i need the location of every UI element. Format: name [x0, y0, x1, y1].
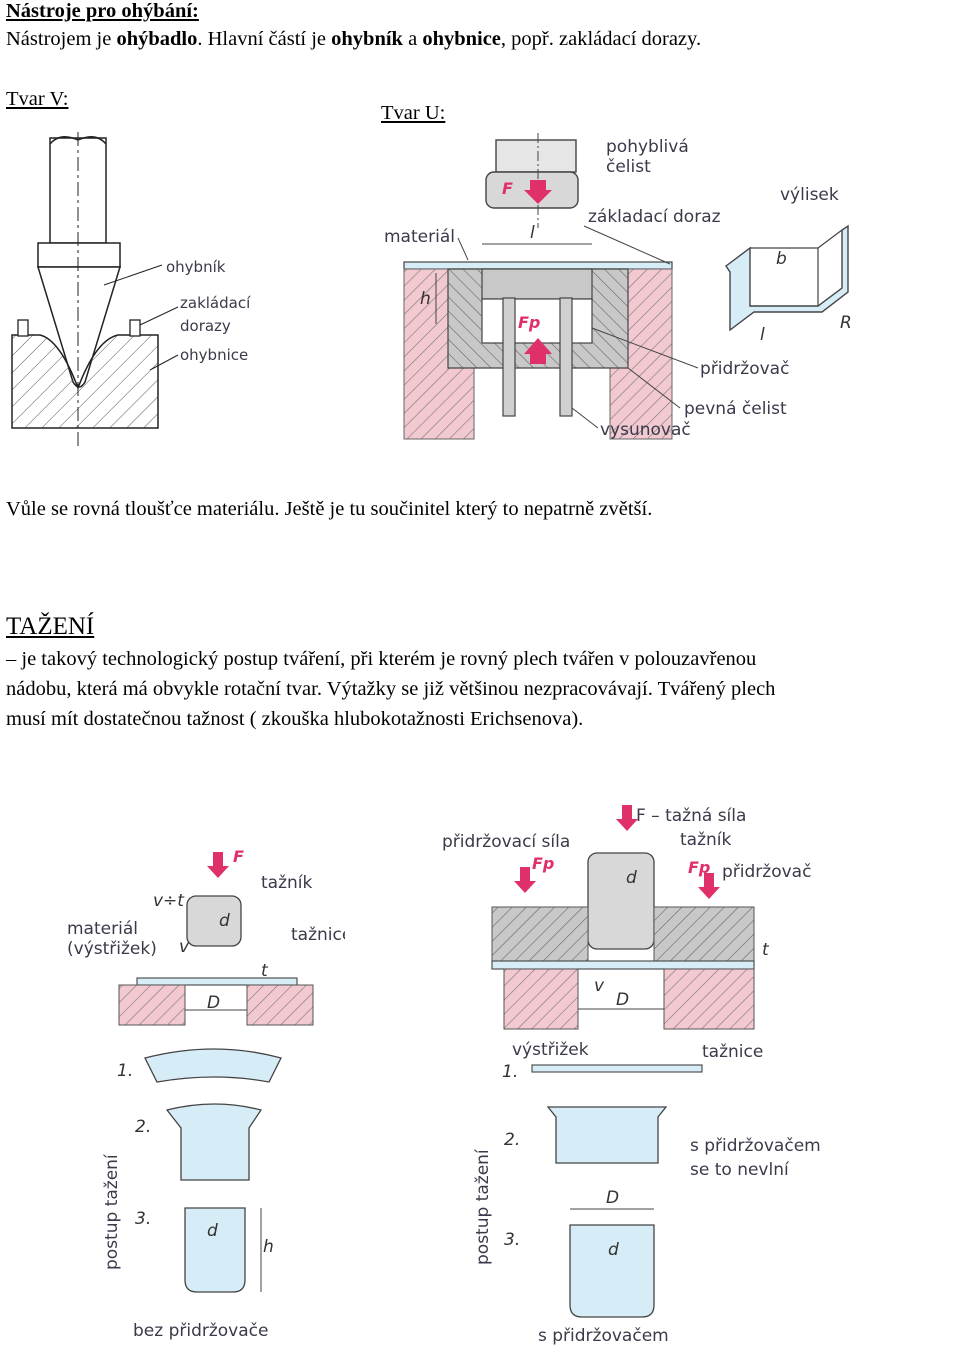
intro-paragraph: Nástrojem je ohýbadlo. Hlavní částí je o…	[6, 24, 701, 54]
label-vystrizek-right: výstřižek	[512, 1040, 589, 1060]
label-se-to-nevlni: se to nevlní	[690, 1160, 790, 1180]
caption-bez-pridrzovace: bez přidržovače	[133, 1321, 268, 1341]
symbol-f: F	[502, 179, 513, 198]
tazeni-heading: TAŽENÍ	[6, 613, 95, 640]
label-pridrzovac-right: přidržovač	[722, 862, 811, 882]
label-postup-tazeni-left: postup tažení	[102, 1153, 122, 1270]
symbol-d-die: D	[207, 993, 220, 1013]
symbol-d-punch: d	[219, 911, 230, 931]
symbol-h: h	[420, 289, 431, 309]
intro-bold-ohybadlo: ohýbadlo	[116, 28, 198, 50]
symbol-fp-right: Fp	[688, 858, 710, 877]
intro-text: , popř. zakládací dorazy.	[500, 28, 702, 50]
symbol-f-left: F	[233, 847, 244, 866]
heading-text: Nástroje pro ohýbání:	[6, 0, 199, 22]
label-material-left: materiál	[67, 919, 138, 939]
intro-text: . Hlavní částí je	[197, 28, 332, 50]
stage-1-right: 1.	[502, 1062, 518, 1082]
symbol-d-stage3-right: D	[606, 1188, 619, 1208]
label-pridrzovaci-sila: přidržovací síla	[442, 832, 570, 852]
label-pohybliva: pohyblivá	[606, 137, 689, 157]
intro-text: Nástrojem je	[6, 28, 117, 50]
section-u-title: Tvar U:	[381, 102, 446, 124]
stage-3-right: 3.	[504, 1230, 520, 1250]
label-vysunovac: vysunovač	[600, 420, 691, 440]
label-zakladaci: zakládací	[180, 294, 251, 312]
symbol-h-stage3: h	[263, 1237, 274, 1257]
u-bending-diagram: F l Fp h pohyblivá čelist výlisek základ…	[384, 133, 852, 440]
stage-3-left: 3.	[135, 1209, 151, 1229]
symbol-t-right: t	[762, 940, 770, 960]
stage-2-right: 2.	[504, 1130, 520, 1150]
symbol-v-right: v	[594, 976, 605, 996]
label-s-pridrzovacem-note: s přidržovačem	[690, 1136, 821, 1156]
label-vystrizek-left: (výstřižek)	[67, 939, 157, 959]
label-pevna-celist: pevná čelist	[684, 399, 787, 419]
symbol-fp: Fp	[518, 313, 540, 332]
label-ohybnice: ohybnice	[180, 346, 248, 364]
intro-bold-ohybnik: ohybník	[331, 28, 403, 50]
caption-s-pridrzovacem: s přidržovačem	[538, 1326, 669, 1345]
v-bending-diagram: ohybník zakládací dorazy ohybnice	[11, 132, 251, 450]
drawing-without-holder-diagram: F d v÷t tažník tažnice materiál (výstřiž…	[67, 847, 345, 1341]
label-taznik-right: tažník	[680, 830, 732, 850]
note-text: Vůle se rovná tloušťce materiálu. Ještě …	[6, 498, 653, 520]
symbol-l2: l	[760, 325, 765, 345]
stage-1-left: 1.	[117, 1061, 133, 1081]
label-ohybnik: ohybník	[166, 258, 226, 276]
symbol-d-small-right: d	[608, 1240, 619, 1260]
symbol-v-t: v÷t	[153, 891, 185, 911]
label-zakladaci-doraz: základací doraz	[588, 207, 721, 227]
label-material: materiál	[384, 227, 455, 247]
symbol-d-right-die: D	[616, 990, 629, 1010]
label-taznik-left: tažník	[261, 873, 313, 893]
tazeni-line-1: – je takový technologický postup tváření…	[6, 648, 757, 670]
page-heading: Nástroje pro ohýbání:	[6, 0, 199, 26]
drawing-with-holder-diagram: F – tažná síla tažník přidržovací síla p…	[442, 805, 821, 1345]
label-pridrzovac: přidržovač	[700, 359, 789, 379]
label-dorazy: dorazy	[180, 317, 231, 335]
intro-text: a	[402, 28, 423, 50]
section-v-title: Tvar V:	[6, 88, 69, 110]
symbol-b: b	[776, 249, 787, 269]
symbol-d-stage3: d	[207, 1221, 218, 1241]
tazeni-line-3: musí mít dostatečnou tažnost ( zkouška h…	[6, 708, 584, 730]
label-taznice-right: tažnice	[702, 1042, 763, 1062]
symbol-r: R	[840, 313, 852, 333]
symbol-l: l	[530, 223, 535, 243]
symbol-fp-left: Fp	[532, 854, 554, 873]
symbol-v-left: v	[179, 937, 190, 957]
label-tazna-sila: F – tažná síla	[636, 806, 746, 826]
label-postup-tazeni-right: postup tažení	[473, 1148, 493, 1265]
label-celist: čelist	[606, 157, 651, 177]
symbol-t-left: t	[261, 961, 269, 981]
stage-2-left: 2.	[135, 1117, 151, 1137]
symbol-d-right-punch: d	[626, 868, 637, 888]
tazeni-line-2: nádobu, která má obvykle rotační tvar. V…	[6, 678, 776, 700]
intro-bold-ohybnice: ohybnice	[422, 28, 501, 50]
label-taznice-left: tažnice	[291, 925, 345, 945]
label-vylisek: výlisek	[780, 185, 839, 205]
